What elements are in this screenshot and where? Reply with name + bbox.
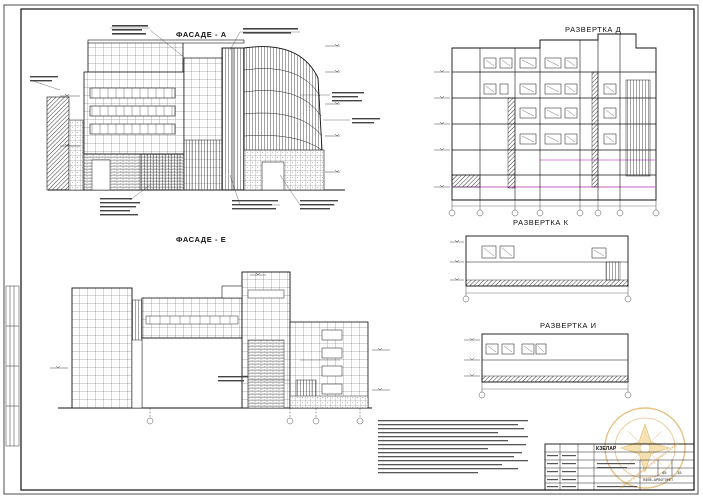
title-block-mark: КЗЕЛАР — [596, 446, 617, 452]
section-outline-i — [481, 333, 629, 383]
side-margin-stamp — [5, 285, 20, 447]
razvertka-d-title: РАЗВЕРТКА Д — [565, 25, 621, 34]
title-block-sheet-total: 15 — [677, 470, 682, 475]
section-outline-k — [465, 235, 629, 287]
sheet-border-outer — [3, 4, 699, 495]
facade-e-title: ФАСАДЕ - Е — [176, 235, 226, 244]
left-tower — [87, 41, 184, 77]
facade-a-view: ФАСАДЕ - А — [29, 25, 380, 216]
razvertka-k-title: РАЗВЕРТКА К — [513, 218, 569, 227]
title-block-code: 0406-АРПОГОРЕТ — [643, 479, 674, 483]
title-block-sheet-no: 45 — [662, 470, 667, 475]
title-block: КЗЕЛАР 45 15 0406-АРПОГОРЕТ — [544, 443, 695, 491]
facade-e-view: ФАСАДЕ - Е — [50, 235, 390, 425]
razvertka-i-view: РАЗВЕРТКА И — [464, 321, 632, 399]
retaining-wall — [46, 96, 70, 191]
facade-a-title: ФАСАДЕ - А — [176, 30, 227, 39]
razvertka-d-view: РАЗВЕРТКА Д — [434, 25, 660, 217]
general-notes — [378, 420, 528, 474]
razvertka-i-title: РАЗВЕРТКА И — [540, 321, 597, 330]
razvertka-k-view: РАЗВЕРТКА К — [450, 218, 632, 303]
left-block-e — [71, 287, 133, 409]
sheet-border-inner — [20, 8, 695, 491]
